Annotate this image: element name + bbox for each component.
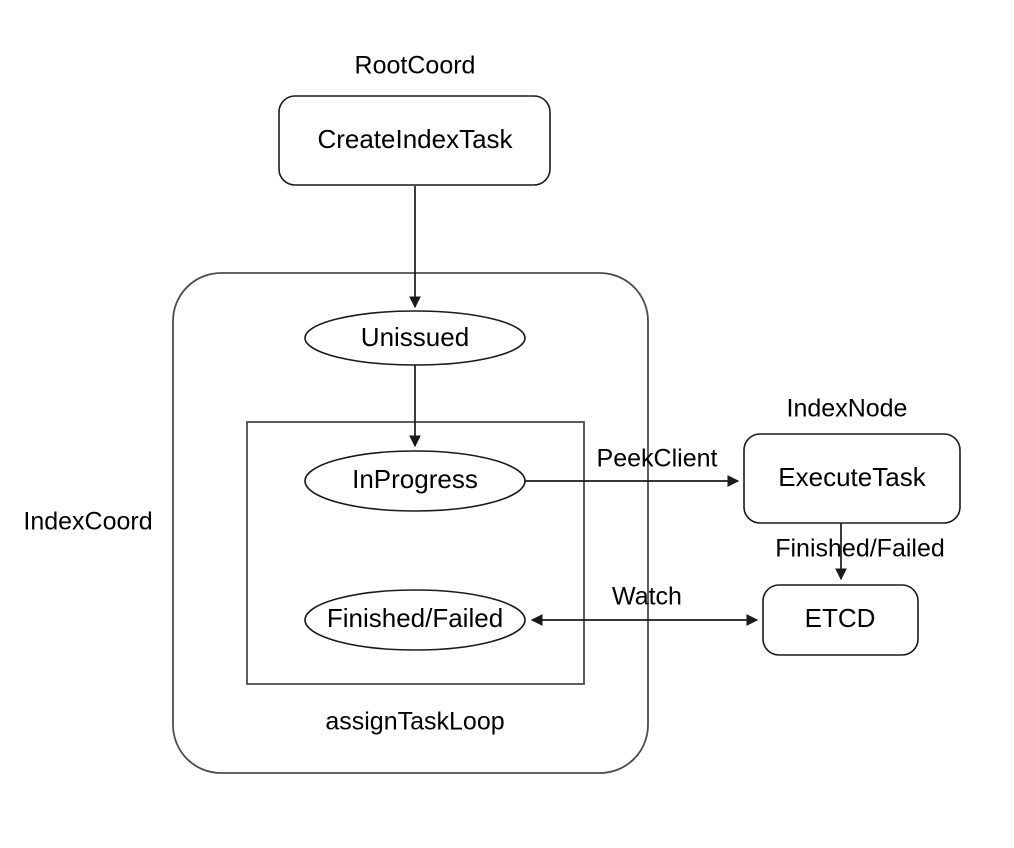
index-coord-boundary	[172, 272, 649, 774]
root-coord-label: RootCoord	[355, 52, 476, 80]
finished-failed-label: Finished/Failed	[327, 603, 503, 633]
node-finished-failed[interactable]: Finished/Failed	[304, 589, 526, 651]
node-execute-task[interactable]: ExecuteTask	[743, 433, 961, 524]
create-index-task-label: CreateIndexTask	[317, 124, 513, 154]
edge-label-watch: Watch	[612, 583, 682, 611]
unissued-ellipse[interactable]	[304, 310, 526, 366]
execute-task-box[interactable]	[743, 433, 961, 524]
edge-label-peekclient: PeekClient	[597, 445, 718, 473]
node-etcd[interactable]: ETCD	[762, 584, 919, 656]
execute-task-label: ExecuteTask	[778, 462, 926, 492]
assign-task-loop-label: assignTaskLoop	[325, 708, 504, 736]
node-in-progress[interactable]: InProgress	[304, 450, 526, 512]
index-node-label: IndexNode	[787, 395, 908, 423]
index-coord-label: IndexCoord	[23, 508, 152, 536]
node-create-index-task[interactable]: CreateIndexTask	[278, 95, 551, 186]
etcd-label: ETCD	[805, 603, 876, 633]
unissued-label: Unissued	[361, 322, 469, 352]
edge-inprogress-to-executetask: PeekClient	[525, 445, 740, 487]
in-progress-ellipse[interactable]	[304, 450, 526, 512]
edge-executetask-to-etcd: Finished/Failed	[775, 523, 945, 581]
create-index-task-box[interactable]	[278, 95, 551, 186]
edge-etcd-to-finished: Watch	[530, 583, 759, 626]
group-index-coord: IndexCoord	[23, 272, 649, 774]
etcd-box[interactable]	[762, 584, 919, 656]
edge-label-finished-failed: Finished/Failed	[775, 535, 945, 563]
node-unissued[interactable]: Unissued	[304, 310, 526, 366]
finished-failed-ellipse[interactable]	[304, 589, 526, 651]
in-progress-label: InProgress	[352, 464, 478, 494]
